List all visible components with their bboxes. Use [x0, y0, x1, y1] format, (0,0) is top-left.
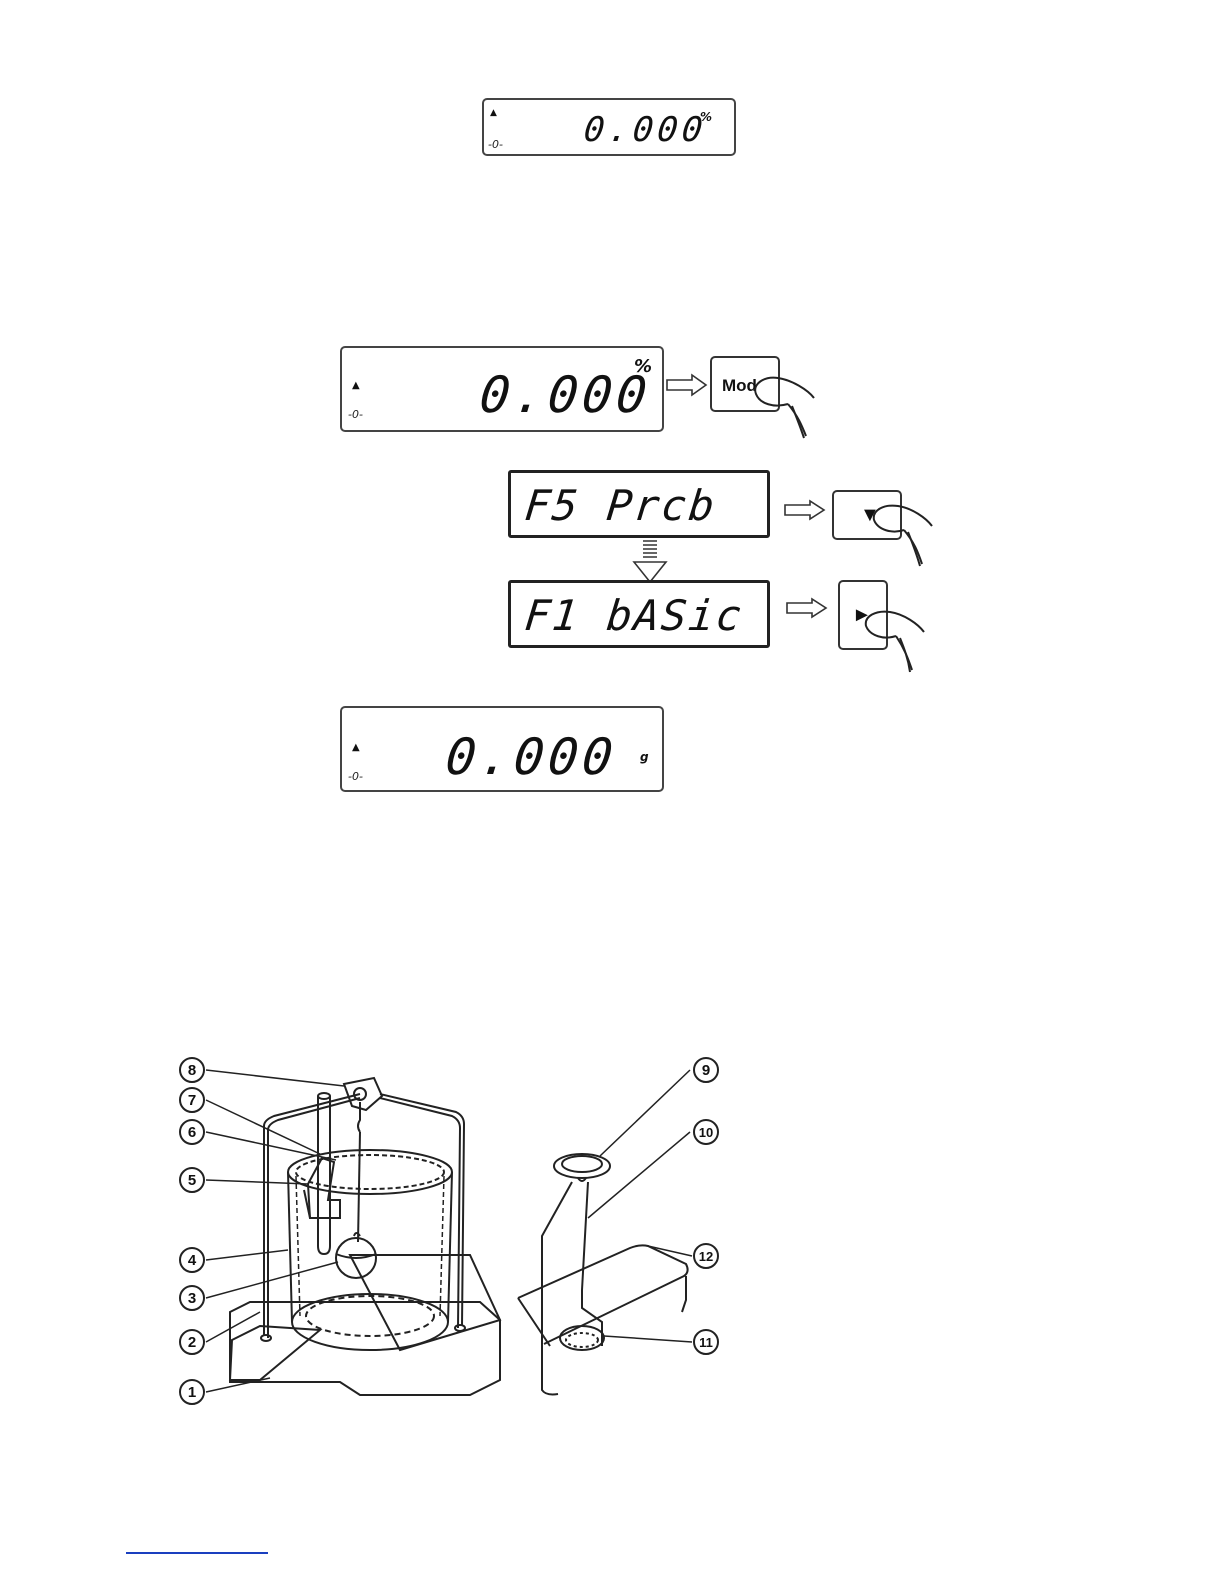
- display-percent: ▲ -0- 0.000 %: [340, 346, 664, 432]
- display-value: 0.000: [477, 366, 654, 424]
- callout-1: 1: [188, 1384, 196, 1401]
- hook-bracket: [344, 1078, 382, 1110]
- density-kit-illustration: 8 7 6 5 4 3 2 1 9 10 12 11: [170, 1050, 730, 1430]
- display-unit: g: [640, 750, 649, 764]
- callout-8: 8: [188, 1062, 196, 1079]
- footer-link-underline[interactable]: [126, 1552, 268, 1554]
- callout-4: 4: [188, 1252, 197, 1269]
- display-grams: ▲ -0- 0.000 g: [340, 706, 664, 792]
- display-f5: F5 Prcb: [508, 470, 770, 538]
- display-f1: F1 bASic: [508, 580, 770, 648]
- stability-indicator: ▲: [352, 742, 360, 753]
- thermometer: [318, 1096, 330, 1254]
- zero-indicator: -0-: [348, 770, 363, 783]
- display-unit: %: [634, 356, 652, 377]
- display-value: 0.000: [443, 728, 620, 786]
- tray: [230, 1326, 320, 1380]
- arrow-right-icon: [786, 598, 828, 618]
- callout-9: 9: [702, 1062, 710, 1079]
- callout-2: 2: [188, 1334, 196, 1351]
- finger-icon: [748, 370, 818, 440]
- display-text: F1 bASic: [522, 591, 745, 640]
- finger-icon: [860, 606, 930, 676]
- beaker-top: [288, 1150, 452, 1194]
- callout-7: 7: [188, 1092, 196, 1109]
- display-top: ▲ -0- 0.000 %: [482, 98, 736, 156]
- arrow-right-icon: [666, 374, 708, 396]
- callout-12: 12: [699, 1249, 713, 1264]
- stability-indicator: ▲: [352, 380, 360, 391]
- callout-5: 5: [188, 1172, 196, 1189]
- display-unit: %: [700, 110, 712, 124]
- display-value: 0.000: [582, 110, 709, 150]
- finger-icon: [868, 500, 938, 570]
- beaker-wall: [288, 1172, 292, 1322]
- callout-6: 6: [188, 1124, 196, 1141]
- callout-11: 11: [699, 1335, 713, 1350]
- stability-indicator: ▲: [490, 108, 497, 118]
- hanger-left: [542, 1182, 572, 1395]
- base-plate: [230, 1302, 500, 1395]
- display-text: F5 Prcb: [522, 481, 718, 530]
- callout-3: 3: [188, 1290, 196, 1307]
- zero-indicator: -0-: [348, 408, 363, 421]
- frame-left: [264, 1094, 360, 1336]
- callout-10: 10: [699, 1125, 713, 1140]
- arrow-down-icon: [628, 538, 672, 584]
- zero-indicator: -0-: [488, 138, 503, 151]
- arrow-right-icon: [784, 500, 826, 520]
